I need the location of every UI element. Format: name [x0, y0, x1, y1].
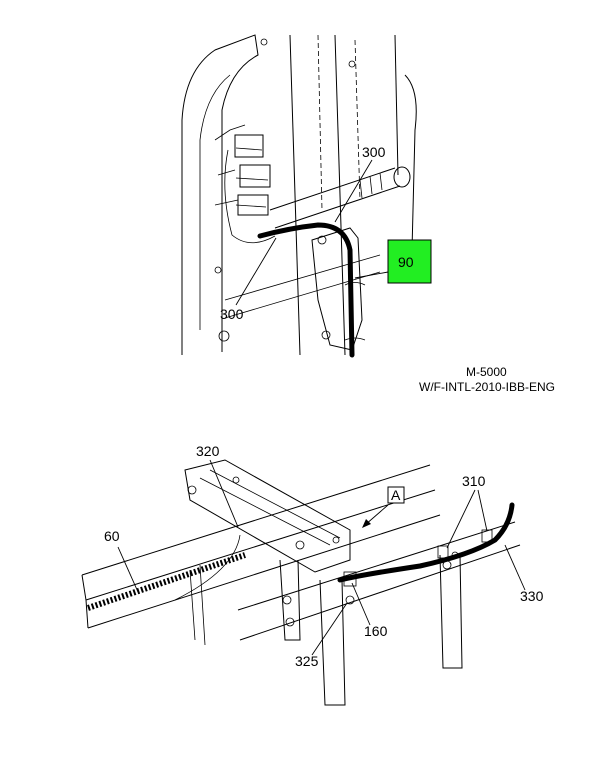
caption-drawing-number: M-5000 [466, 365, 507, 379]
frame-rail-right [394, 34, 399, 176]
callout-310: 310 [462, 473, 486, 489]
leader-310-b [477, 489, 488, 532]
harness-clamps [344, 282, 366, 341]
caption-drawing-code: W/F-INTL-2010-IBB-ENG [419, 380, 555, 394]
cab-corner [404, 74, 417, 251]
frame-rail-left-long [81, 464, 441, 629]
clamp-310-a [437, 545, 449, 559]
leader-325 [311, 602, 348, 656]
bolt-lower [218, 330, 230, 342]
support-right [439, 554, 463, 669]
leader-160 [351, 582, 371, 626]
bolt-top [260, 38, 268, 46]
view-a-box [387, 486, 405, 504]
callout-330: 330 [520, 588, 544, 604]
callout-300-bottom: 300 [220, 306, 244, 322]
loose-wires [174, 534, 241, 646]
frame-rail-left [289, 34, 301, 356]
support-center [319, 579, 346, 706]
frame-rail-center [334, 34, 346, 356]
cross-tube-end [393, 166, 411, 188]
highlight-box-90[interactable] [387, 239, 432, 284]
view-a-label: A [391, 487, 401, 503]
callout-320: 320 [196, 443, 220, 459]
bolt [214, 266, 222, 274]
harness-60 [87, 552, 246, 611]
support-left [279, 559, 301, 641]
frame-rail-left-end [81, 574, 89, 629]
leader-60 [117, 546, 139, 593]
cross-brace-top [224, 254, 381, 301]
leader-300-top [334, 159, 373, 223]
mounting-bracket [311, 227, 363, 351]
cab-panel-inner [199, 74, 231, 330]
bolt-325 [345, 595, 355, 605]
cross-brace-bottom [224, 271, 381, 319]
harness-330 [337, 502, 515, 583]
callout-160: 160 [364, 623, 388, 639]
clip-160 [343, 571, 357, 587]
harness-300 [257, 222, 355, 358]
leader-90 [354, 271, 389, 279]
leader-330 [504, 544, 526, 591]
leader-310-a [446, 489, 476, 549]
bracket-bolt-lower [321, 330, 331, 340]
connector-cluster [214, 124, 276, 244]
cab-panel-edge [181, 34, 259, 355]
view-a-arrow [364, 504, 389, 526]
view-a-arrowhead [362, 519, 371, 528]
top-illustration [181, 34, 417, 358]
hidden-edge-2 [354, 39, 361, 201]
callout-90: 90 [398, 254, 414, 270]
cross-tube [269, 167, 401, 229]
tube-wrap [359, 172, 383, 199]
bracket-bolt [317, 235, 327, 245]
leader-320 [209, 459, 239, 528]
bottom-illustration [81, 459, 521, 706]
crossmember [184, 459, 351, 573]
callout-300-top: 300 [362, 144, 386, 160]
callout-60: 60 [104, 528, 120, 544]
crossmember-edges [199, 469, 341, 546]
bolt-top-right [348, 60, 356, 68]
leader-300-bottom [235, 237, 277, 306]
hidden-edge-1 [317, 34, 323, 211]
callout-325: 325 [295, 653, 319, 669]
